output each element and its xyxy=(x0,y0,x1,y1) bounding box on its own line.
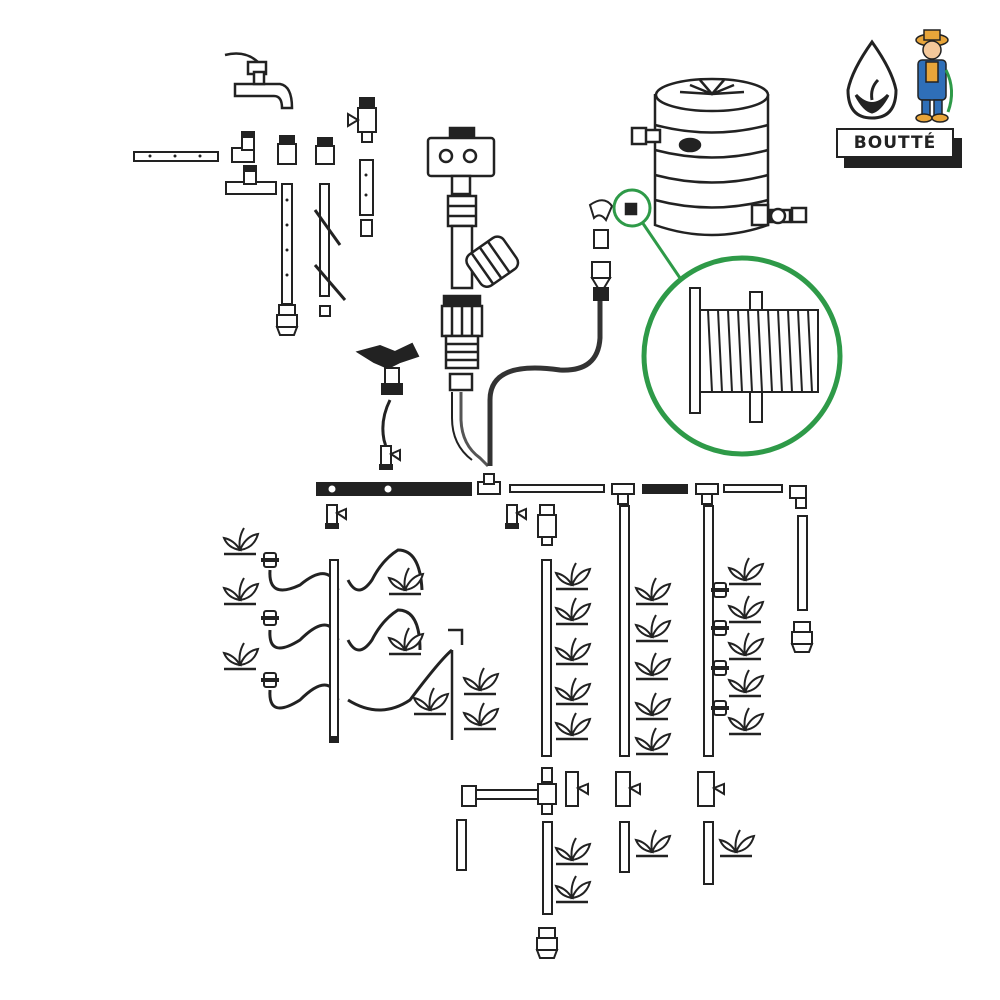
tap-icon xyxy=(224,52,294,110)
plant-icon xyxy=(554,676,592,706)
drip-line-lower-2 xyxy=(542,821,553,915)
disc-filter-icon xyxy=(446,194,520,290)
plant-icon xyxy=(554,836,592,866)
drip-line-with-stakes xyxy=(313,183,347,317)
dripper-icon-7 xyxy=(710,700,730,716)
drip-line-lower-3 xyxy=(619,821,630,873)
plant-icon xyxy=(634,828,672,858)
drip-line-lower-4 xyxy=(703,821,714,885)
zoom-callout-line xyxy=(640,221,682,279)
water-tank-icon xyxy=(624,77,808,237)
dripper-icon-5 xyxy=(710,620,730,636)
ball-valve-icon-3 xyxy=(504,504,527,530)
plant-icon xyxy=(222,526,260,556)
plant-icon xyxy=(387,566,425,596)
dripper-icon-3 xyxy=(260,672,280,688)
ball-valve-fitting xyxy=(347,97,377,143)
farmer-logo-icon xyxy=(915,29,953,123)
plant-icon xyxy=(554,596,592,626)
hose-connector-set xyxy=(588,199,614,301)
plant-icon xyxy=(554,711,592,741)
drip-line-vertical-1 xyxy=(281,183,293,305)
end-cap-icon-3 xyxy=(536,927,558,959)
dripper-icon-4 xyxy=(710,582,730,598)
drip-line-center-1 xyxy=(541,559,552,757)
zoom-callout-circle-small xyxy=(612,188,652,228)
plant-icon xyxy=(462,701,500,731)
tee-2 xyxy=(611,483,635,505)
plant-icon xyxy=(634,726,672,756)
hose-from-tank xyxy=(487,300,603,466)
plant-icon xyxy=(554,561,592,591)
main-tee xyxy=(477,473,501,495)
dripper-icon xyxy=(260,552,280,568)
plant-icon xyxy=(634,691,672,721)
straight-connector xyxy=(277,135,297,165)
ball-valve-icon xyxy=(378,445,401,471)
drip-micro-tube-zone xyxy=(268,548,453,712)
stake-arm xyxy=(448,628,464,740)
end-cap-icon xyxy=(276,304,298,336)
water-timer-icon xyxy=(426,126,496,196)
plant-icon xyxy=(462,666,500,696)
main-line-thin-1 xyxy=(509,484,605,493)
plant-icon xyxy=(727,668,765,698)
tape-pipe-section xyxy=(133,151,219,162)
dripper-icon-6 xyxy=(710,660,730,676)
plant-icon xyxy=(727,631,765,661)
tee-connector xyxy=(225,165,277,195)
main-line-thin-2 xyxy=(723,484,783,493)
main-line-thick-2 xyxy=(642,484,688,494)
plant-icon xyxy=(222,641,260,671)
plant-icon xyxy=(554,874,592,904)
plant-icon xyxy=(634,613,672,643)
plant-icon xyxy=(554,636,592,666)
riser-cap xyxy=(329,736,339,742)
ball-valve-icon-2 xyxy=(324,504,347,530)
impact-sprinkler-icon xyxy=(355,342,420,463)
end-elbow xyxy=(789,485,807,509)
end-cap-icon-2 xyxy=(791,621,813,653)
water-drop-logo-icon xyxy=(846,39,898,120)
plant-icon xyxy=(727,556,765,586)
straight-connector-2 xyxy=(315,137,335,165)
supply-tube-gray xyxy=(459,392,490,468)
drip-line-right xyxy=(797,515,808,611)
plant-icon xyxy=(727,706,765,736)
main-line-thick xyxy=(316,482,472,496)
plant-icon xyxy=(727,594,765,624)
lower-manifold xyxy=(461,767,725,815)
elbow-connector xyxy=(231,131,255,163)
supply-tube-gray-2 xyxy=(451,392,473,461)
plant-icon xyxy=(718,828,756,858)
drip-line-center-2 xyxy=(619,505,630,757)
plant-icon xyxy=(634,651,672,681)
tee-3 xyxy=(695,483,719,505)
plant-icon xyxy=(412,686,450,716)
plant-icon xyxy=(634,576,672,606)
brand-logo: BOUTTÉ xyxy=(836,128,962,168)
dripper-icon-2 xyxy=(260,610,280,626)
brand-name: BOUTTÉ xyxy=(836,128,954,158)
drip-line-lower-1 xyxy=(456,819,467,871)
pressure-reducer-icon xyxy=(440,294,484,392)
thread-detail-icon xyxy=(689,287,819,423)
drip-line-vertical-2 xyxy=(359,159,374,237)
inline-connector xyxy=(537,504,557,546)
drip-line-center-3 xyxy=(703,505,714,757)
plant-icon xyxy=(222,576,260,606)
drip-riser-left xyxy=(329,559,339,743)
